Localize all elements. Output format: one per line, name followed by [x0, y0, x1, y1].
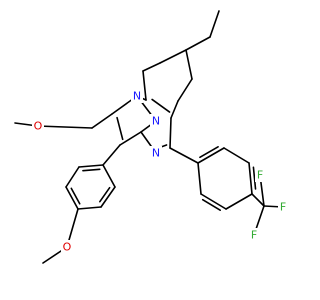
bond-C2-CH2a — [91, 113, 113, 129]
double-bond-a4-a5 — [70, 187, 81, 205]
bond-c9-c8a — [142, 70, 147, 101]
bond-C3-a1 — [102, 144, 121, 166]
atom-F1: F — [255, 168, 265, 182]
bond-b3-b4 — [248, 162, 253, 195]
svg-text:F: F — [251, 229, 257, 242]
bond-b2-b3 — [223, 147, 250, 164]
atom-O2: O — [61, 240, 73, 254]
bond-b5-b6 — [200, 193, 227, 210]
bond-b6-b1 — [197, 162, 202, 195]
bond-c5-c4a — [170, 100, 179, 119]
double-bond-a6-a1 — [82, 168, 101, 172]
double-bond-a2-a3 — [99, 186, 111, 203]
bond-b4-b5 — [225, 193, 253, 210]
double-bond-c4a-c8a — [151, 98, 171, 113]
atom-O1: O — [32, 119, 44, 133]
atom-N-pyrimidine: N — [150, 146, 162, 160]
bond-a2-a3 — [100, 186, 116, 208]
bond-layer — [14, 10, 284, 264]
bond-b4-CF3 — [251, 193, 265, 207]
bond-et2-et1 — [209, 10, 220, 38]
bond-a4-a5 — [65, 186, 79, 210]
bond-c6-c5 — [177, 78, 193, 102]
bond-c7-c6 — [185, 49, 193, 80]
bond-CH2a-O1 — [37, 125, 93, 129]
bond-a1-a2 — [102, 164, 116, 188]
bond-a3-a4 — [77, 206, 102, 210]
svg-text:N: N — [152, 115, 160, 128]
svg-text:N: N — [152, 147, 160, 160]
double-bond-b1-b2 — [199, 145, 219, 159]
bond-et1-c7 — [185, 36, 211, 51]
bond-a5-a6 — [65, 166, 80, 188]
bond-c4a-C5 — [169, 117, 172, 149]
bond-b1-b2 — [197, 147, 225, 164]
double-bond-C2-C3 — [116, 116, 124, 141]
svg-text:F: F — [257, 169, 263, 182]
bond-C5-b1 — [169, 147, 199, 164]
molecule-drawing: O N N N O F F F — [14, 10, 288, 264]
svg-text:N: N — [133, 90, 141, 103]
atom-N-pyrazole-1: N — [131, 89, 143, 103]
svg-text:O: O — [34, 120, 43, 133]
structure-canvas: O N N N O F F F — [14, 10, 288, 264]
svg-text:F: F — [280, 201, 286, 214]
bond-C3-C3a — [119, 131, 142, 146]
double-bond-b5-b6 — [201, 198, 221, 211]
atom-label-layer: O N N N O F F F — [32, 89, 288, 254]
atom-F3: F — [249, 228, 259, 242]
double-bond-b3-b4 — [252, 166, 257, 190]
atom-F2: F — [278, 200, 288, 214]
bond-c8-c9 — [142, 62, 161, 72]
bond-a6-a1 — [78, 164, 104, 168]
svg-text:O: O — [63, 241, 72, 254]
bond-c7-c8 — [159, 49, 187, 64]
atom-N-pyrazole-2: N — [150, 114, 162, 128]
